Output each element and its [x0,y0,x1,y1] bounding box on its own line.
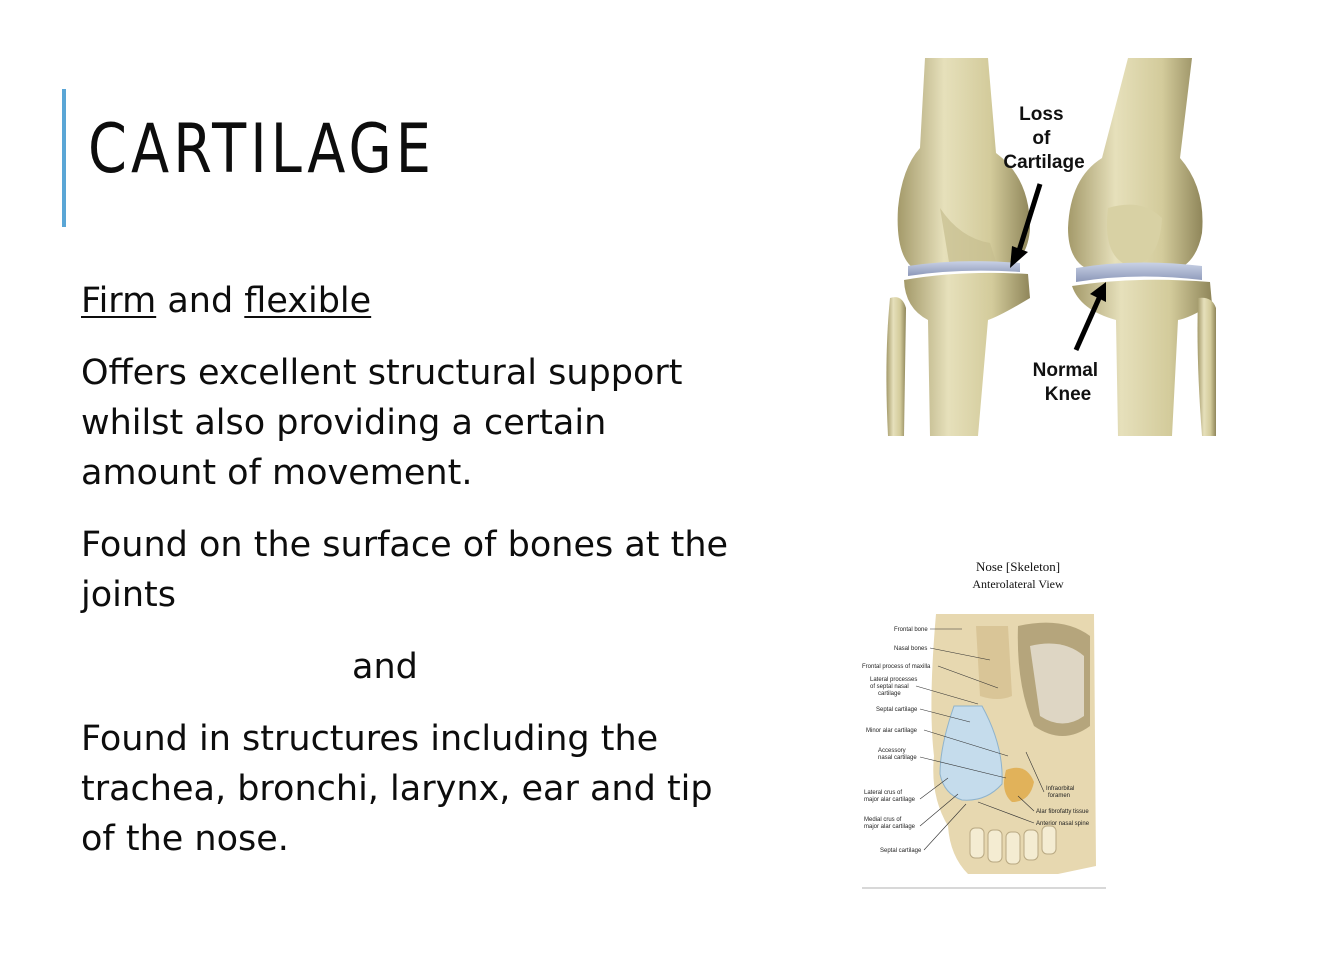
and-word: and [156,281,245,321]
svg-text:Alar fibrofatty tissue: Alar fibrofatty tissue [1036,809,1089,815]
normal-knee [1068,58,1216,436]
svg-text:Lateral crus of: Lateral crus of [864,790,902,796]
svg-text:Medial crus of: Medial crus of [864,817,902,823]
svg-text:Anterior nasal spine: Anterior nasal spine [1036,821,1090,827]
svg-text:foramen: foramen [1048,793,1070,799]
svg-text:major alar cartilage: major alar cartilage [864,797,916,803]
arrow-icon [1073,282,1106,352]
nose-skeleton-illustration: Nose [Skeleton] Anterolateral View Front… [862,559,1106,889]
svg-text:Frontal bone: Frontal bone [894,627,928,633]
term-flexible: flexible [244,281,372,321]
point-support: Offers excellent structural support whil… [81,353,683,493]
nose-figure-subtitle: Anterolateral View [972,577,1064,591]
loss-of-cartilage-label: Loss of Cartilage [1003,104,1084,173]
term-firm: Firm [81,281,157,321]
svg-text:nasal cartilage: nasal cartilage [878,755,917,761]
arrow-icon [1010,183,1043,268]
point-and-connector: and [352,647,418,687]
svg-text:Accessory: Accessory [878,748,906,754]
point-found-structures: Found in structures including the trache… [81,719,713,859]
nose-right-labels: Infraorbital foramen Alar fibrofatty tis… [1036,786,1090,827]
svg-text:Septal cartilage: Septal cartilage [880,848,922,854]
svg-text:Minor alar cartilage: Minor alar cartilage [866,728,918,734]
normal-knee-label: Normal Knee [1033,360,1104,405]
knee-cartilage-illustration: Loss of Cartilage Normal Knee [886,58,1216,436]
svg-text:Infraorbital: Infraorbital [1046,786,1074,792]
svg-text:Frontal process of maxilla: Frontal process of maxilla [862,664,931,670]
nose-left-labels: Frontal bone Nasal bones Frontal process… [862,627,931,854]
title-accent-bar [62,89,66,227]
svg-text:Septal cartilage: Septal cartilage [876,707,918,713]
damaged-knee [886,58,1030,436]
slide-body: Firm and flexible Offers excellent struc… [81,276,741,886]
svg-text:cartilage: cartilage [878,691,901,697]
nose-figure-title: Nose [Skeleton] [976,559,1060,574]
svg-text:major alar cartilage: major alar cartilage [864,824,916,830]
svg-text:of septal nasal: of septal nasal [870,684,909,690]
point-found-joints: Found on the surface of bones at the joi… [81,525,729,615]
nose-leader-lines [915,628,1045,851]
svg-text:Nasal bones: Nasal bones [894,646,927,652]
slide-title: CARTILAGE [88,110,436,189]
svg-text:Lateral processes: Lateral processes [870,677,917,683]
point-firm-flexible: Firm and flexible [81,276,741,326]
